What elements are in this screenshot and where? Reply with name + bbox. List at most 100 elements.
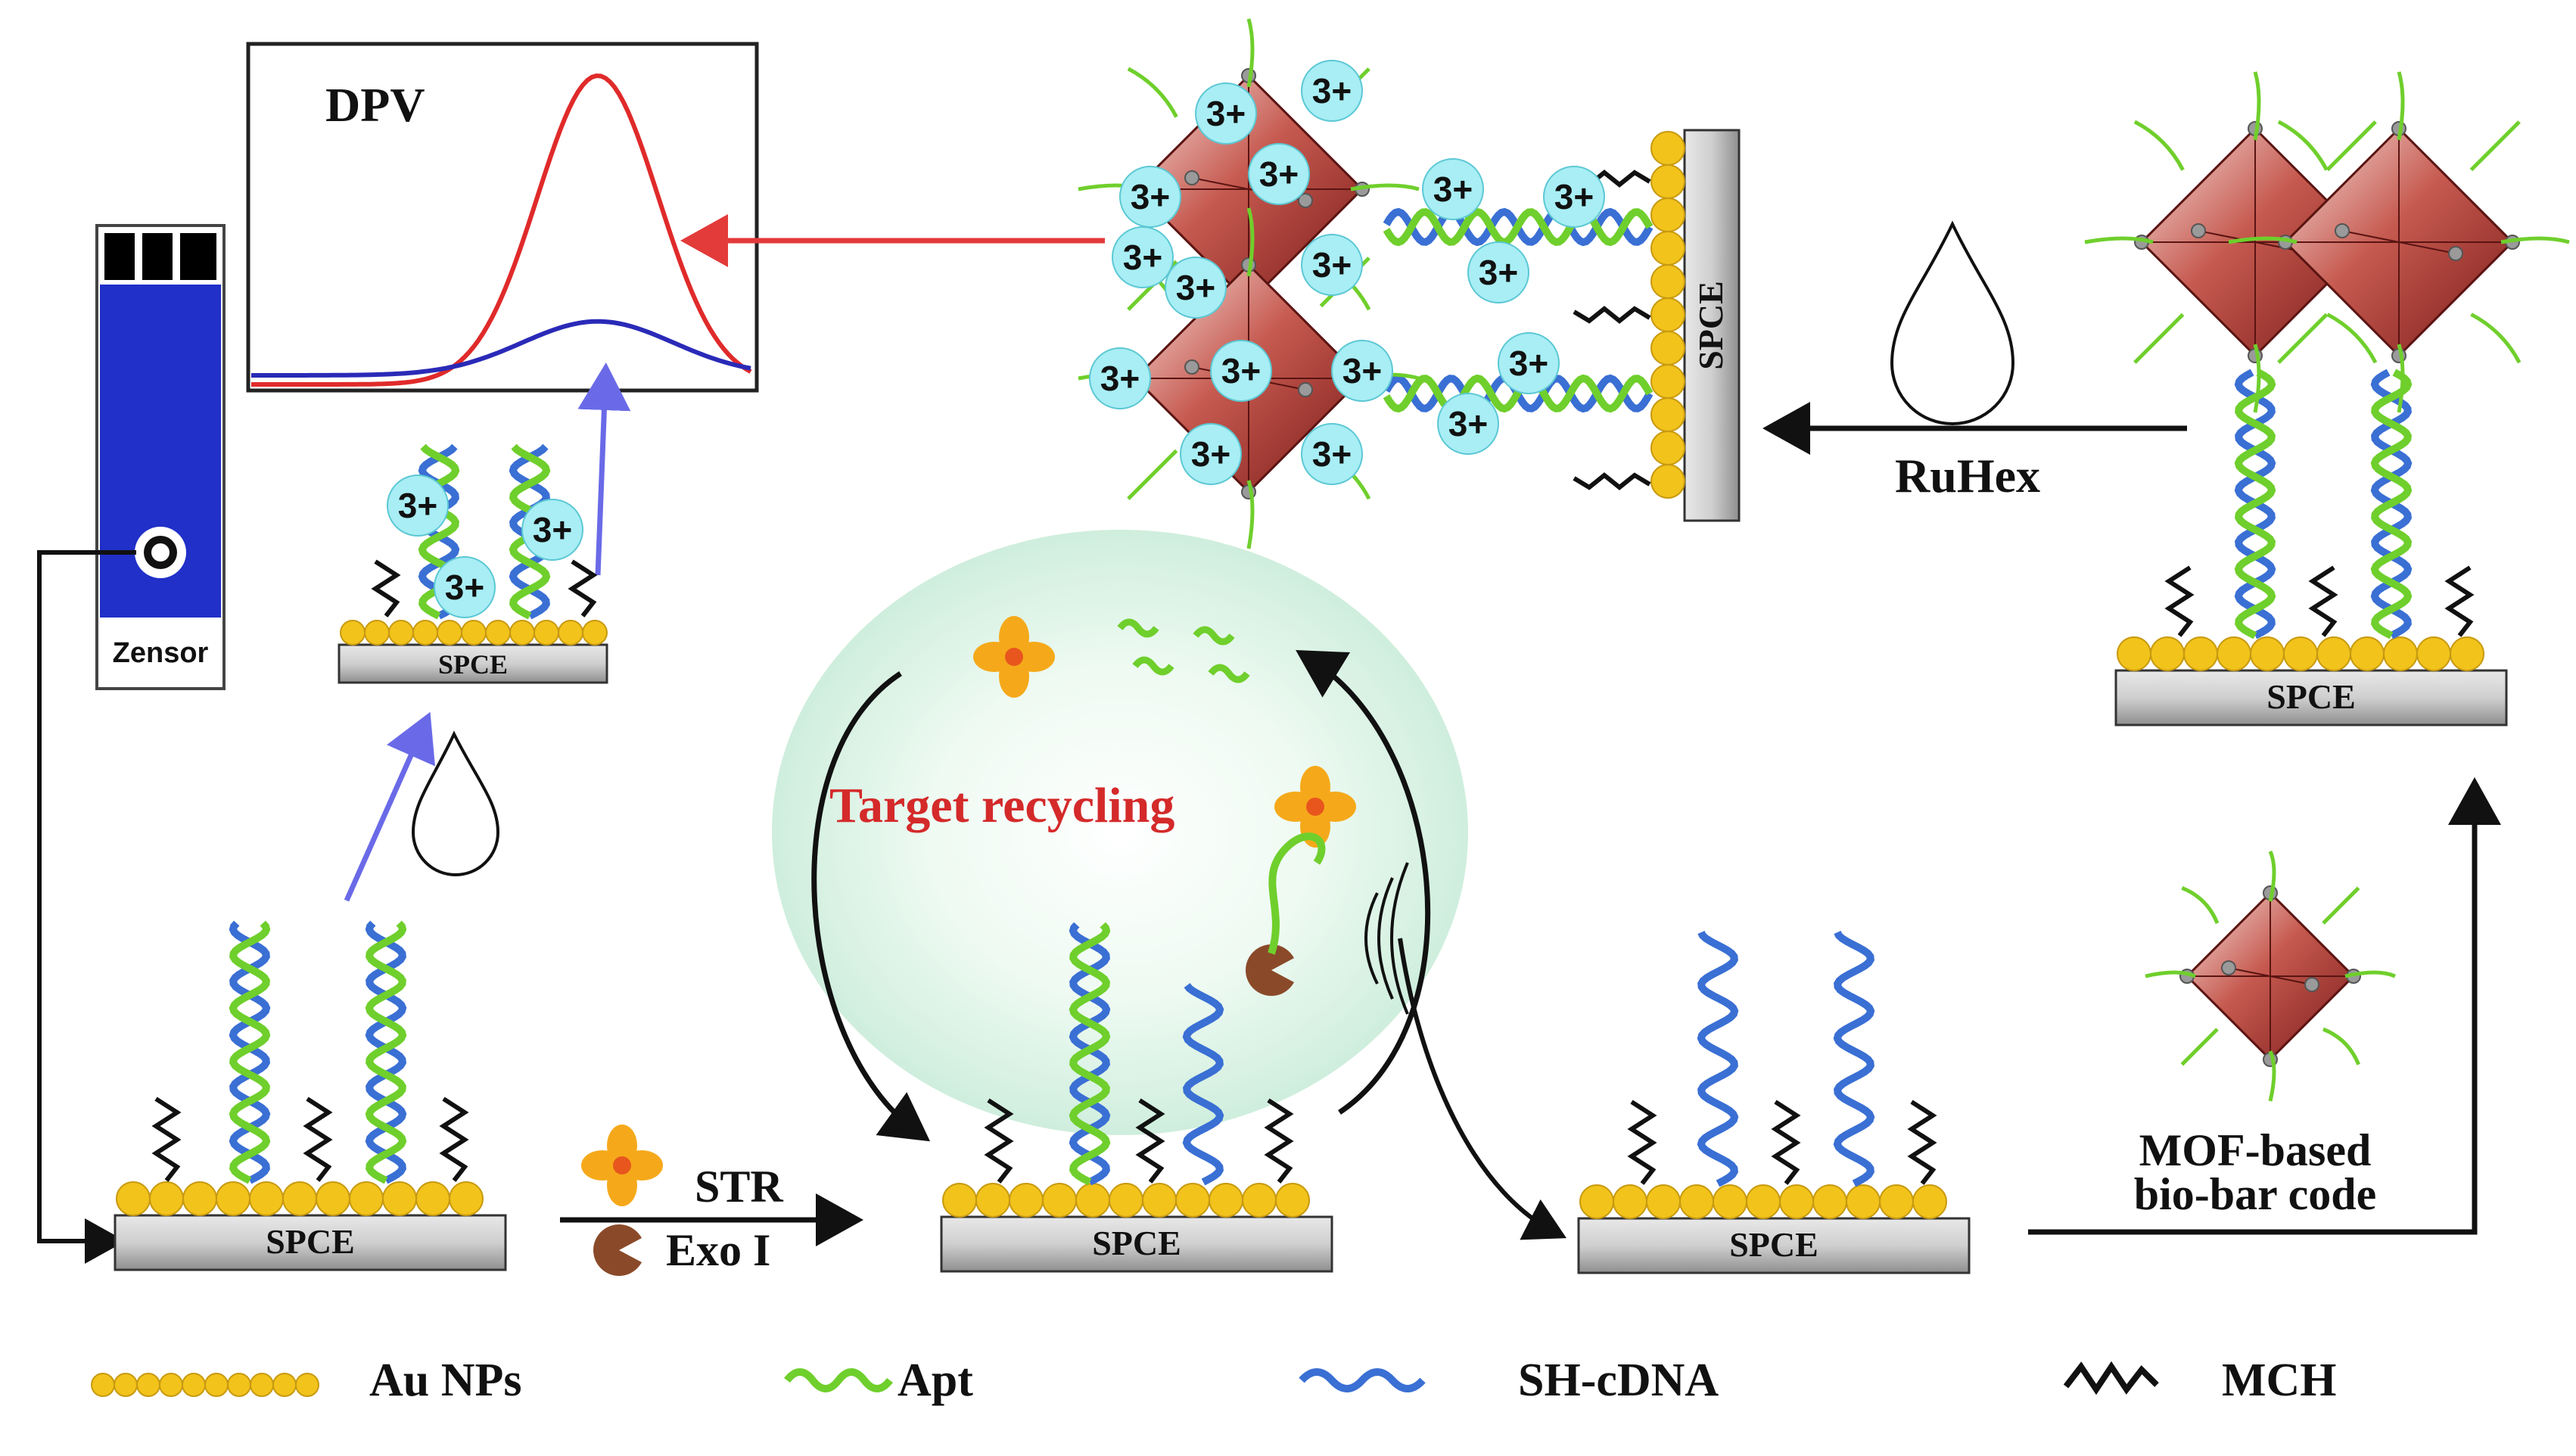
- dpv-red-series: [251, 73, 752, 387]
- au-row-1: [116, 1181, 484, 1216]
- ion-complex-0: 3+: [1195, 82, 1257, 145]
- dpv-title: DPV: [325, 78, 425, 132]
- mof-label-line2: bio-bar code: [2134, 1169, 2377, 1219]
- ion-complex-13: 3+: [1301, 423, 1363, 485]
- mof-arrow: [2028, 777, 2501, 1235]
- dna-strands: [151, 170, 2475, 1187]
- helix-e1-a: [229, 920, 271, 1184]
- au-row-3: [1579, 1184, 1947, 1219]
- svg-text:3+: 3+: [1100, 359, 1140, 398]
- motion-lines: [1364, 862, 1409, 1015]
- ruhex-label: RuHex: [1895, 449, 2040, 502]
- ion-complex-5: 3+: [1301, 234, 1363, 296]
- svg-text:SPCE: SPCE: [1691, 281, 1730, 370]
- svg-text:3+: 3+: [445, 568, 484, 607]
- ion-complex-2: 3+: [1119, 166, 1181, 228]
- released-fragments: [1117, 618, 1250, 683]
- svg-text:SPCE: SPCE: [438, 649, 508, 680]
- mch-e3-2: [1907, 1100, 1937, 1185]
- spce-electrode-small: SPCE: [338, 643, 608, 684]
- svg-text:3+: 3+: [1259, 154, 1299, 194]
- zensor-label: Zensor: [113, 637, 209, 669]
- ion-complex-4: 3+: [1112, 226, 1174, 288]
- svg-text:3+: 3+: [1221, 351, 1261, 390]
- recycle-arrow-right: [1296, 650, 1431, 1115]
- ion-complex-15: 3+: [1498, 332, 1560, 394]
- svg-text:SPCE: SPCE: [266, 1222, 355, 1261]
- mch-small-0: [371, 559, 401, 618]
- mof-particles: [1078, 18, 2570, 1102]
- ion-complex-8: 3+: [1467, 241, 1529, 303]
- mch-e4-0: [2164, 565, 2195, 637]
- cdna-e2-b: [1182, 983, 1224, 1186]
- spce-electrode-1: SPCE: [114, 1214, 507, 1271]
- legend-cdna-label: SH-cDNA: [1518, 1355, 1719, 1406]
- svg-text:3+: 3+: [1479, 253, 1518, 292]
- legend-apt-label: Apt: [898, 1355, 973, 1406]
- au-row-2: [942, 1183, 1310, 1218]
- spce-electrode-vertical: SPCE: [1683, 129, 1741, 522]
- blue-arrow-to-chart: [577, 362, 631, 576]
- svg-text:SPCE: SPCE: [1729, 1225, 1818, 1264]
- mch-e1-0: [151, 1097, 182, 1182]
- svg-text:3+: 3+: [1123, 238, 1162, 277]
- ion-complex-11: 3+: [1331, 340, 1393, 402]
- mof-label-line1: MOF-based: [2139, 1125, 2372, 1175]
- svg-text:3+: 3+: [1312, 71, 1352, 110]
- small-droplet: [411, 730, 500, 876]
- svg-text:3+: 3+: [533, 510, 572, 549]
- mch-e1-1: [303, 1097, 333, 1182]
- target-recycling-label: Target recycling: [829, 778, 1174, 833]
- ion-complex-10: 3+: [1210, 340, 1272, 402]
- mch-e3-1: [1771, 1100, 1801, 1185]
- svg-text:3+: 3+: [398, 486, 437, 525]
- ion-complex-6: 3+: [1165, 257, 1227, 319]
- svg-text:3+: 3+: [1509, 344, 1548, 383]
- legend-mch-label: MCH: [2222, 1355, 2337, 1406]
- mch-small-1: [568, 559, 598, 618]
- spce-electrode-2: SPCE: [940, 1215, 1333, 1273]
- device-wire: [37, 550, 136, 1264]
- helix-e4-b: [2370, 369, 2413, 639]
- ion-complex-3: 3+: [1248, 143, 1310, 205]
- svg-text:3+: 3+: [1131, 177, 1170, 216]
- legend-au-label: Au NPs: [369, 1355, 522, 1406]
- au-column-vertical: [1650, 131, 1685, 499]
- mch-e2-2: [1264, 1098, 1294, 1184]
- ion-complex-16: 3+: [1543, 166, 1605, 228]
- helix-e1-b: [365, 920, 407, 1184]
- au-nanoparticles: [116, 131, 2484, 1219]
- helix-e4-a: [2234, 369, 2276, 639]
- svg-text:3+: 3+: [1191, 434, 1230, 474]
- cdna-e3-a: [1697, 930, 1739, 1187]
- mch-vertical-0: [1573, 306, 1651, 324]
- ion-complex-14: 3+: [1437, 393, 1499, 455]
- svg-text:3+: 3+: [1554, 177, 1594, 216]
- dpv-blue-series: [251, 319, 751, 378]
- legend: Au NPs Apt SH-cDNA MCH: [91, 1355, 2337, 1406]
- hhelix-top: [1383, 207, 1654, 247]
- mch-e2-1: [1135, 1098, 1165, 1184]
- ion-complex-9: 3+: [1089, 347, 1151, 409]
- svg-text:3+: 3+: [1342, 351, 1382, 390]
- ion-complex-1: 3+: [1301, 60, 1363, 122]
- svg-text:3+: 3+: [1448, 404, 1488, 443]
- svg-text:3+: 3+: [1176, 268, 1215, 307]
- mch-e3-0: [1627, 1100, 1657, 1185]
- release-arrow: [1398, 938, 1567, 1240]
- str-flower-icon: [581, 1125, 663, 1206]
- au-row-4: [2117, 636, 2484, 671]
- spce-electrode-3: SPCE: [1577, 1217, 1971, 1274]
- ruhex-droplet: [1890, 220, 2015, 425]
- au-row-small: [340, 620, 608, 646]
- recycling-glow: [772, 530, 1468, 1135]
- mof-right-b: [2228, 71, 2570, 413]
- svg-text:SPCE: SPCE: [1092, 1224, 1181, 1262]
- legend-apt-icon: [784, 1368, 893, 1392]
- spce-electrode-4: SPCE: [2114, 669, 2508, 726]
- mch-vertical-top: [1588, 170, 1651, 188]
- svg-text:3+: 3+: [1433, 170, 1473, 209]
- legend-mch-icon: [2063, 1361, 2159, 1395]
- ion-small-1: 3+: [521, 499, 583, 561]
- recycle-arrow-left: [811, 671, 931, 1142]
